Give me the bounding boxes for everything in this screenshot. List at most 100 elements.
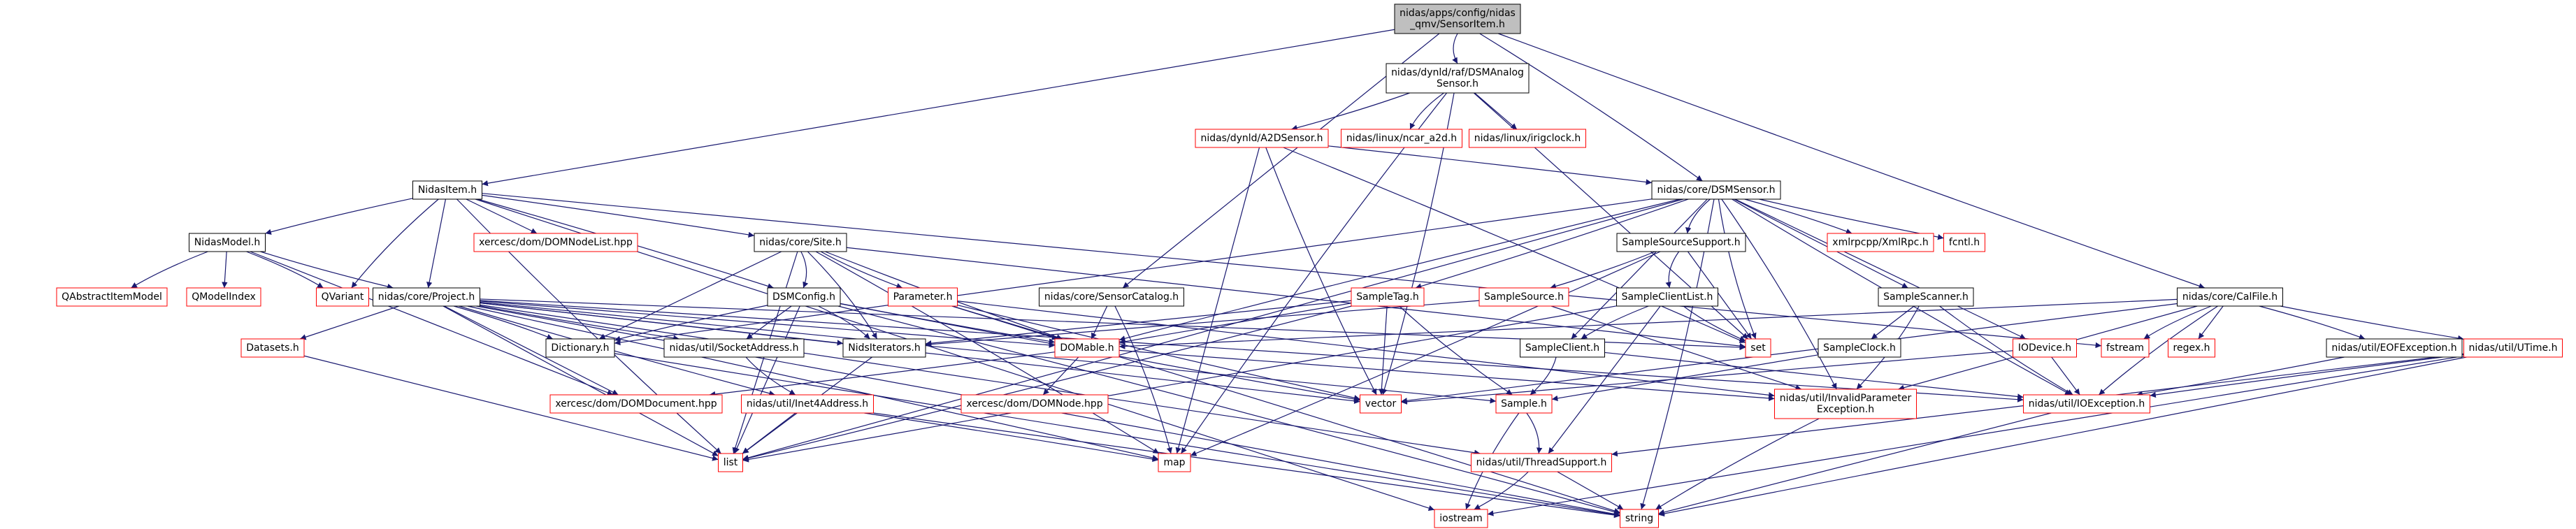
edge-datasets-to-list xyxy=(303,355,719,461)
edge-utime-to-string xyxy=(1658,356,2467,517)
edge-site-to-set xyxy=(846,247,1746,349)
node-box-sampleclientlist xyxy=(1616,287,1718,307)
node-project[interactable]: nidas/core/Project.h xyxy=(373,287,480,307)
edge-samplescanner-to-ioexception xyxy=(1939,305,2073,396)
node-box-sampleclient xyxy=(1520,338,1605,358)
node-label-fstream: fstream xyxy=(2106,342,2144,354)
node-box-xdomdocument xyxy=(549,394,723,414)
edge-dictionary-to-string xyxy=(614,353,1620,518)
node-label-xdomnodelist: xercesc/dom/DOMNodeList.hpp xyxy=(479,237,633,248)
edge-nidasitem-to-nidasmodel xyxy=(265,198,413,235)
edge-site-to-dsmconfig xyxy=(800,251,809,289)
node-box-set xyxy=(1745,338,1771,358)
node-dsmsensor[interactable]: nidas/core/DSMSensor.h xyxy=(1651,180,1781,200)
node-sampleclientlist[interactable]: SampleClientList.h xyxy=(1616,287,1718,307)
node-label-vector: vector xyxy=(1365,398,1397,410)
edge-project-to-ioexception xyxy=(480,300,2024,403)
edge-dsmconfig-to-dictionary xyxy=(614,305,768,342)
edge-calfile-to-fstream xyxy=(2143,305,2212,340)
edge-samplesourcesupport-to-map xyxy=(1190,251,1661,456)
node-box-nidasitem xyxy=(412,180,482,200)
node-box-sampleclock xyxy=(1818,338,1901,358)
node-label-sampletag: SampleTag.h xyxy=(1356,291,1419,303)
edge-utime-to-ioexception xyxy=(2150,354,2464,398)
node-iodevice: IODevice.h xyxy=(2013,338,2077,358)
node-site[interactable]: nidas/core/Site.h xyxy=(754,233,847,252)
node-root[interactable]: nidas/apps/config/nidas_qmv/SensorItem.h xyxy=(1394,3,1521,34)
node-label-inet4address: nidas/util/Inet4Address.h xyxy=(747,398,868,410)
node-label-root: _qmv/SensorItem.h xyxy=(1409,19,1505,30)
node-qabstract: QAbstractItemModel xyxy=(56,287,168,307)
edge-calfile-to-domable xyxy=(1118,298,2178,349)
node-xdomdocument: xercesc/dom/DOMDocument.hpp xyxy=(549,394,723,414)
node-label-nidasitem: NidasItem.h xyxy=(418,184,477,196)
node-box-xdomnodelist xyxy=(473,233,638,252)
node-box-dsmconfig xyxy=(767,287,841,307)
node-sampleclock[interactable]: SampleClock.h xyxy=(1818,338,1901,358)
node-nidsiterators[interactable]: NidsIterators.h xyxy=(842,338,926,358)
edge-samplesource-to-nidsiterators xyxy=(925,300,1480,347)
node-box-threadsupport xyxy=(1471,453,1612,472)
node-irigclock: nidas/linux/irigclock.h xyxy=(1469,129,1586,148)
edge-calfile-to-regex xyxy=(2198,305,2224,340)
node-label-project: nidas/core/Project.h xyxy=(378,291,475,303)
node-box-vector xyxy=(1360,394,1402,414)
node-dictionary[interactable]: Dictionary.h xyxy=(545,338,615,358)
node-fstream: fstream xyxy=(2101,338,2150,358)
edge-project-to-threadsupport xyxy=(480,304,1481,456)
node-xmlrpc: xmlrpcpp/XmlRpc.h xyxy=(1827,233,1934,252)
node-xdomnodelist: xercesc/dom/DOMNodeList.hpp xyxy=(473,233,638,252)
node-label-a2dsensor: nidas/dynld/A2DSensor.h xyxy=(1200,133,1323,144)
edge-dsmconfig-to-string xyxy=(837,305,1620,515)
edge-samplesourcesupport-to-set xyxy=(1687,251,1753,340)
node-label-site: nidas/core/Site.h xyxy=(759,237,841,248)
edge-sampleclientlist-to-set xyxy=(1683,305,1746,342)
node-box-iostream xyxy=(1434,509,1488,528)
node-box-dsmsensor xyxy=(1651,180,1781,200)
node-label-regex: regex.h xyxy=(2173,342,2210,354)
node-socketaddress[interactable]: nidas/util/SocketAddress.h xyxy=(663,338,805,358)
node-box-invalidparam xyxy=(1774,389,1917,419)
node-label-sensorcatalog: nidas/core/SensorCatalog.h xyxy=(1044,291,1179,303)
node-sampleclient[interactable]: SampleClient.h xyxy=(1520,338,1605,358)
node-samplesourcesupport[interactable]: SampleSourceSupport.h xyxy=(1616,233,1746,252)
node-label-dictionary: Dictionary.h xyxy=(551,342,609,354)
node-dsmconfig[interactable]: DSMConfig.h xyxy=(767,287,841,307)
node-nidasmodel[interactable]: NidasModel.h xyxy=(189,233,266,252)
edge-a2dsensor-to-vector xyxy=(1265,147,1377,396)
node-label-qabstract: QAbstractItemModel xyxy=(62,291,162,303)
edge-sampleclientlist-to-sampleclient xyxy=(1581,305,1649,340)
node-label-calfile: nidas/core/CalFile.h xyxy=(2182,291,2278,303)
edge-calfile-to-utime xyxy=(2280,305,2464,342)
edge-sampleclock-to-sample xyxy=(1551,354,1819,402)
node-eofexception[interactable]: nidas/util/EOFException.h xyxy=(2326,338,2463,358)
node-samplescanner[interactable]: SampleScanner.h xyxy=(1878,287,1974,307)
node-label-map: map xyxy=(1163,457,1185,468)
node-box-project xyxy=(373,287,480,307)
node-box-a2dsensor xyxy=(1195,129,1329,148)
node-calfile[interactable]: nidas/core/CalFile.h xyxy=(2177,287,2283,307)
node-regex: regex.h xyxy=(2168,338,2215,358)
node-box-dsm_analog xyxy=(1386,63,1530,94)
node-box-inet4address xyxy=(741,394,874,414)
edge-dsmsensor-to-invalidparam xyxy=(1721,198,1837,390)
node-label-sampleclient: SampleClient.h xyxy=(1525,342,1599,354)
node-box-root xyxy=(1394,3,1521,34)
node-nidasitem[interactable]: NidasItem.h xyxy=(412,180,482,200)
edge-samplesourcesupport-to-sampleclientlist xyxy=(1665,251,1680,289)
node-sensorcatalog[interactable]: nidas/core/SensorCatalog.h xyxy=(1039,287,1184,307)
node-label-samplesource: SampleSource.h xyxy=(1484,291,1564,303)
edge-calfile-to-ioexception xyxy=(2099,305,2218,396)
edge-sample-to-threadsupport xyxy=(1526,412,1543,454)
node-box-qvariant xyxy=(316,287,369,307)
node-qmodelindex: QModelIndex xyxy=(186,287,261,307)
node-box-parameter xyxy=(888,287,958,307)
edge-site-to-nidsiterators xyxy=(807,251,878,340)
edge-samplescanner-to-sampleclock xyxy=(1871,305,1915,340)
edge-root-to-dsm_analog xyxy=(1452,33,1458,64)
node-label-sampleclock: SampleClock.h xyxy=(1823,342,1896,354)
edges-layer xyxy=(131,29,2467,519)
edge-iodevice-to-ioexception xyxy=(2051,356,2080,396)
